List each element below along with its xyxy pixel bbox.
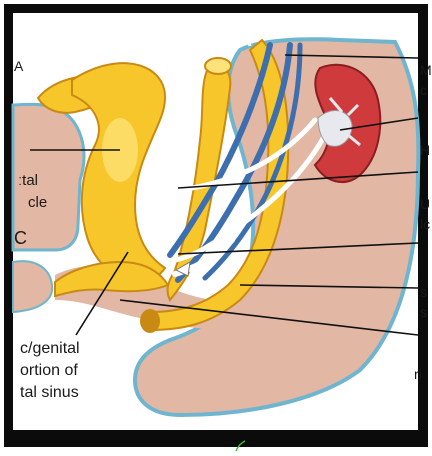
label-right-fragment-8: ri [414, 366, 422, 382]
label-right-fragment-3: H [420, 142, 430, 158]
tube-top-opening [205, 58, 231, 74]
label-bottom-left-line-2: ortion of [20, 362, 78, 380]
label-right-fragment-2: c [420, 82, 427, 98]
label-right-fragment-4: U [420, 196, 430, 212]
label-right-fragment-1: M [420, 62, 432, 78]
label-right-fragment-6: s [420, 284, 427, 300]
label-bottom-left-line-3: tal sinus [20, 384, 79, 402]
label-right-fragment-7: s [420, 304, 427, 320]
label-top-left-letter: A [14, 58, 23, 74]
label-left-mid-letter: C [14, 228, 27, 249]
label-left-fragment-2: cle [28, 194, 47, 211]
label-right-fragment-5: lc [420, 216, 430, 232]
label-left-fragment-1: ːtal [18, 172, 38, 189]
rectum-end-opening [140, 309, 160, 333]
label-bottom-left-line-1: c/genital [20, 340, 80, 358]
